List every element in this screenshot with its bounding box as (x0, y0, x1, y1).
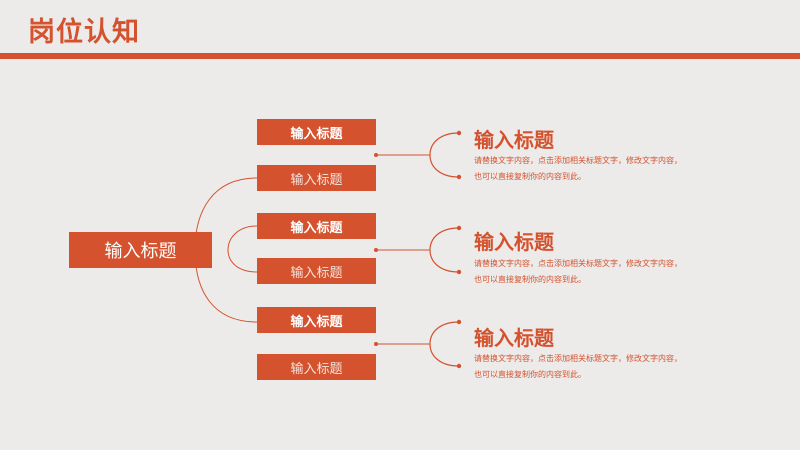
item-heading-1: 输入标题 (474, 128, 554, 152)
item-heading-3: 输入标题 (474, 326, 554, 350)
branch-node-3: 输入标题 (257, 213, 376, 239)
page-title: 岗位认知 (28, 17, 140, 48)
group-connector-3 (374, 319, 462, 369)
item-heading-2: 输入标题 (474, 230, 554, 254)
branch-node-6: 输入标题 (257, 354, 376, 380)
root-node: 输入标题 (69, 232, 212, 268)
item-text-3: 请替换文字内容，点击添加相关标题文字，修改文字内容，也可以直接复制你的内容到此。 (474, 354, 682, 379)
branch-node-1: 输入标题 (257, 119, 376, 145)
group-connector-2 (374, 225, 462, 275)
item-text-2: 请替换文字内容，点击添加相关标题文字，修改文字内容，也可以直接复制你的内容到此。 (474, 259, 682, 284)
root-arc-inner (227, 225, 258, 273)
branch-node-5: 输入标题 (257, 307, 376, 333)
branch-node-4: 输入标题 (257, 258, 376, 284)
title-underline (0, 53, 800, 59)
branch-node-2: 输入标题 (257, 165, 376, 191)
item-text-1: 请替换文字内容，点击添加相关标题文字，修改文字内容，也可以直接复制你的内容到此。 (474, 156, 682, 181)
group-connector-1 (374, 130, 462, 180)
